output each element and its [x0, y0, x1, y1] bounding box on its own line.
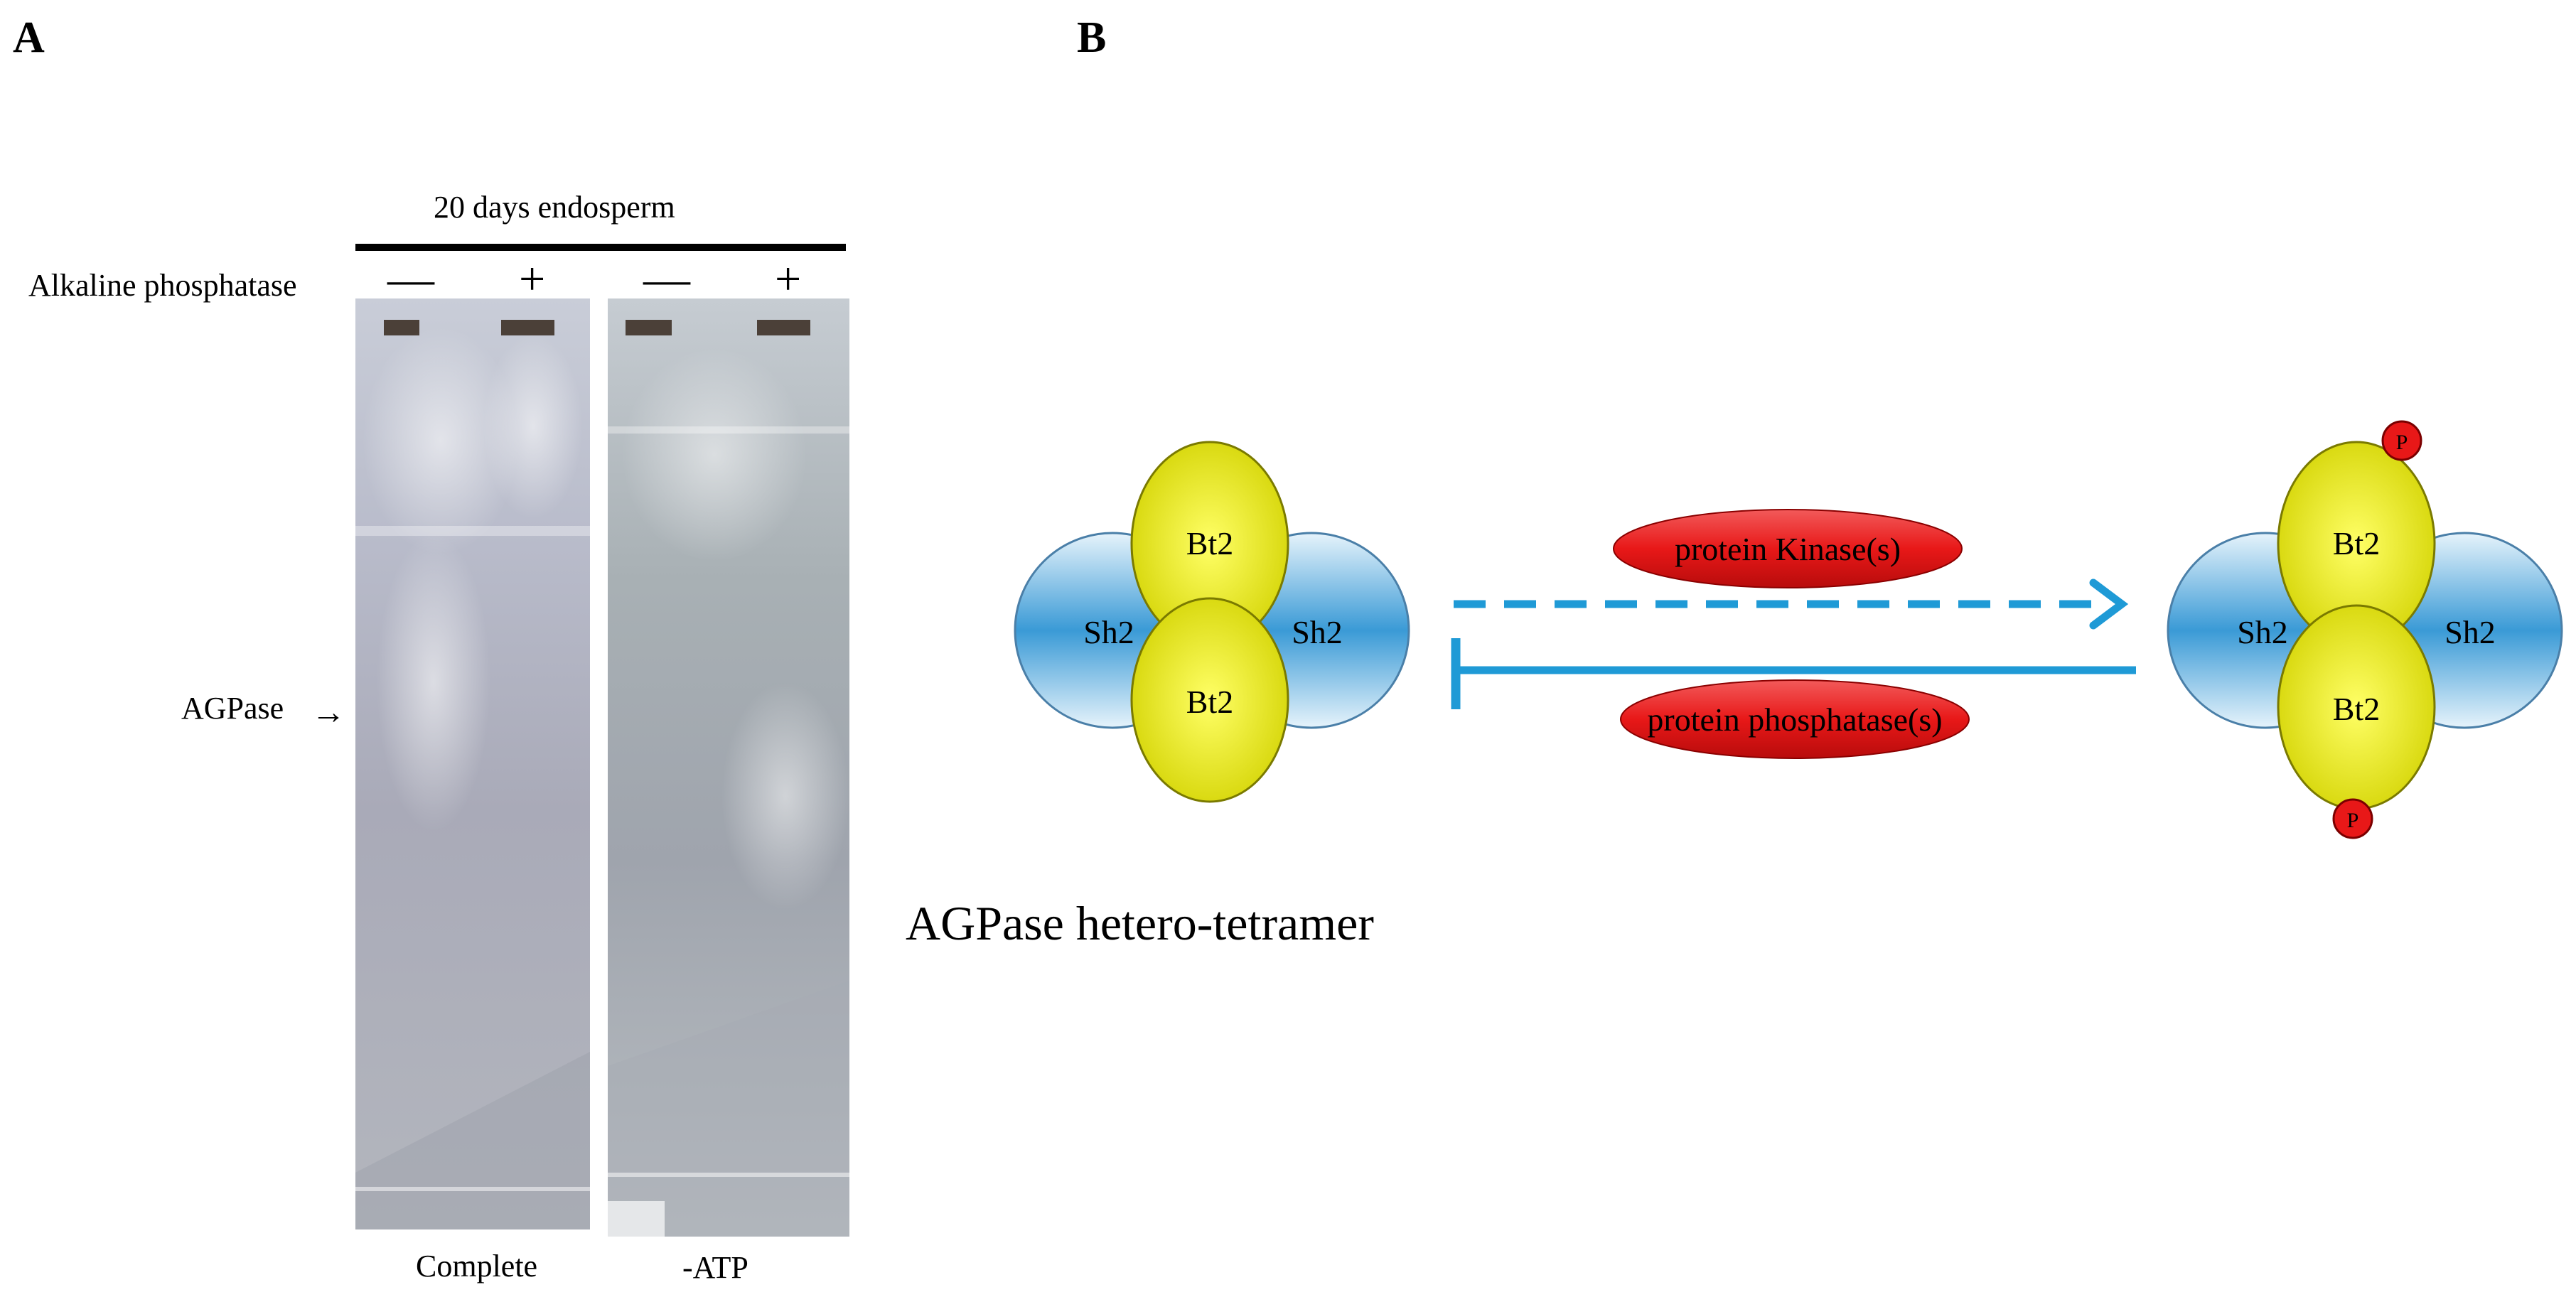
gel-title-underline	[355, 244, 846, 251]
gel-title: 20 days endosperm	[434, 190, 675, 225]
panel-a-letter: A	[13, 14, 45, 62]
left-sh2-label-1: Sh2	[1083, 614, 1134, 650]
gel-image-complete	[355, 298, 590, 1229]
left-bt2-label-2: Bt2	[1186, 684, 1233, 720]
lane-3-sign: —	[643, 253, 690, 305]
left-bt2-label-1: Bt2	[1186, 525, 1233, 561]
complex-caption: AGPase hetero-tetramer	[906, 896, 1374, 950]
band-arrow-icon: →	[311, 694, 345, 731]
lane-2-sign: +	[519, 253, 546, 305]
lane-4-sign: +	[775, 253, 802, 305]
phospho-label-bottom: P	[2347, 809, 2359, 832]
protein-phosphatase-label: protein phosphatase(s)	[1647, 701, 1942, 738]
lane-1-sign: —	[387, 253, 434, 305]
right-sh2-label-2: Sh2	[2444, 614, 2496, 650]
right-bt2-label-1: Bt2	[2333, 525, 2380, 561]
protein-kinase-ellipse	[1613, 509, 1963, 588]
gel-image-minus-atp	[608, 298, 849, 1237]
condition-complete-label: Complete	[416, 1249, 538, 1283]
left-sh2-label-2: Sh2	[1292, 614, 1343, 650]
condition-minus-atp-label: -ATP	[682, 1250, 748, 1285]
agpase-band-label: AGPase	[181, 691, 284, 726]
phospho-label-top: P	[2396, 431, 2408, 454]
left-bt2-subunit-2	[1130, 597, 1289, 803]
right-sh2-label-1: Sh2	[2237, 614, 2288, 650]
panel-b-letter: B	[1077, 14, 1107, 62]
protein-kinase-label: protein Kinase(s)	[1675, 531, 1901, 567]
kinase-arrowhead-icon	[2089, 578, 2129, 630]
phospho-mark-top	[2381, 420, 2422, 461]
protein-phosphatase-ellipse	[1620, 679, 1970, 759]
phospho-mark-bottom	[2332, 798, 2373, 839]
alkaline-phosphatase-label: Alkaline phosphatase	[28, 268, 297, 303]
right-bt2-label-2: Bt2	[2333, 691, 2380, 727]
